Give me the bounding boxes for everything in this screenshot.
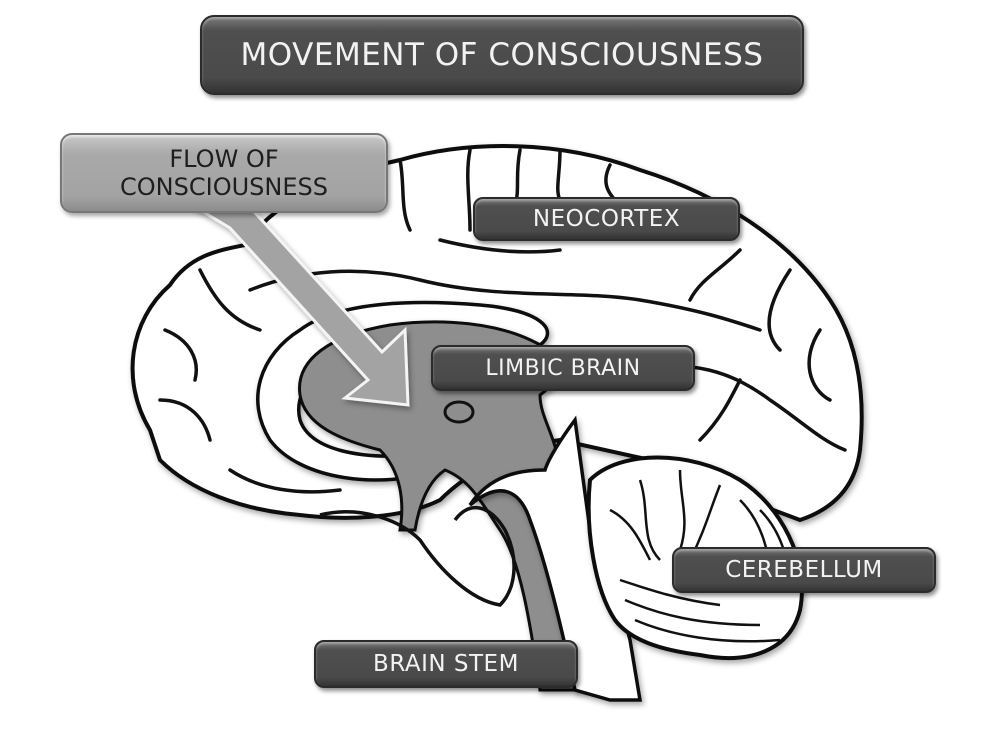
flow-label-line2: CONSCIOUSNESS <box>120 173 328 201</box>
flow-arrow <box>186 203 410 407</box>
cerebellum-label: CEREBELLUM <box>672 547 936 593</box>
temporal-lobe <box>319 505 516 607</box>
thalamus <box>443 400 475 424</box>
brain-stem-label: BRAIN STEM <box>314 640 578 688</box>
neocortex-label: NEOCORTEX <box>473 197 740 241</box>
diagram-title: MOVEMENT OF CONSCIOUSNESS <box>200 15 804 95</box>
limbic-brain-label: LIMBIC BRAIN <box>431 345 695 391</box>
flow-of-consciousness-label: FLOW OF CONSCIOUSNESS <box>60 133 388 213</box>
flow-label-line1: FLOW OF <box>169 145 279 173</box>
